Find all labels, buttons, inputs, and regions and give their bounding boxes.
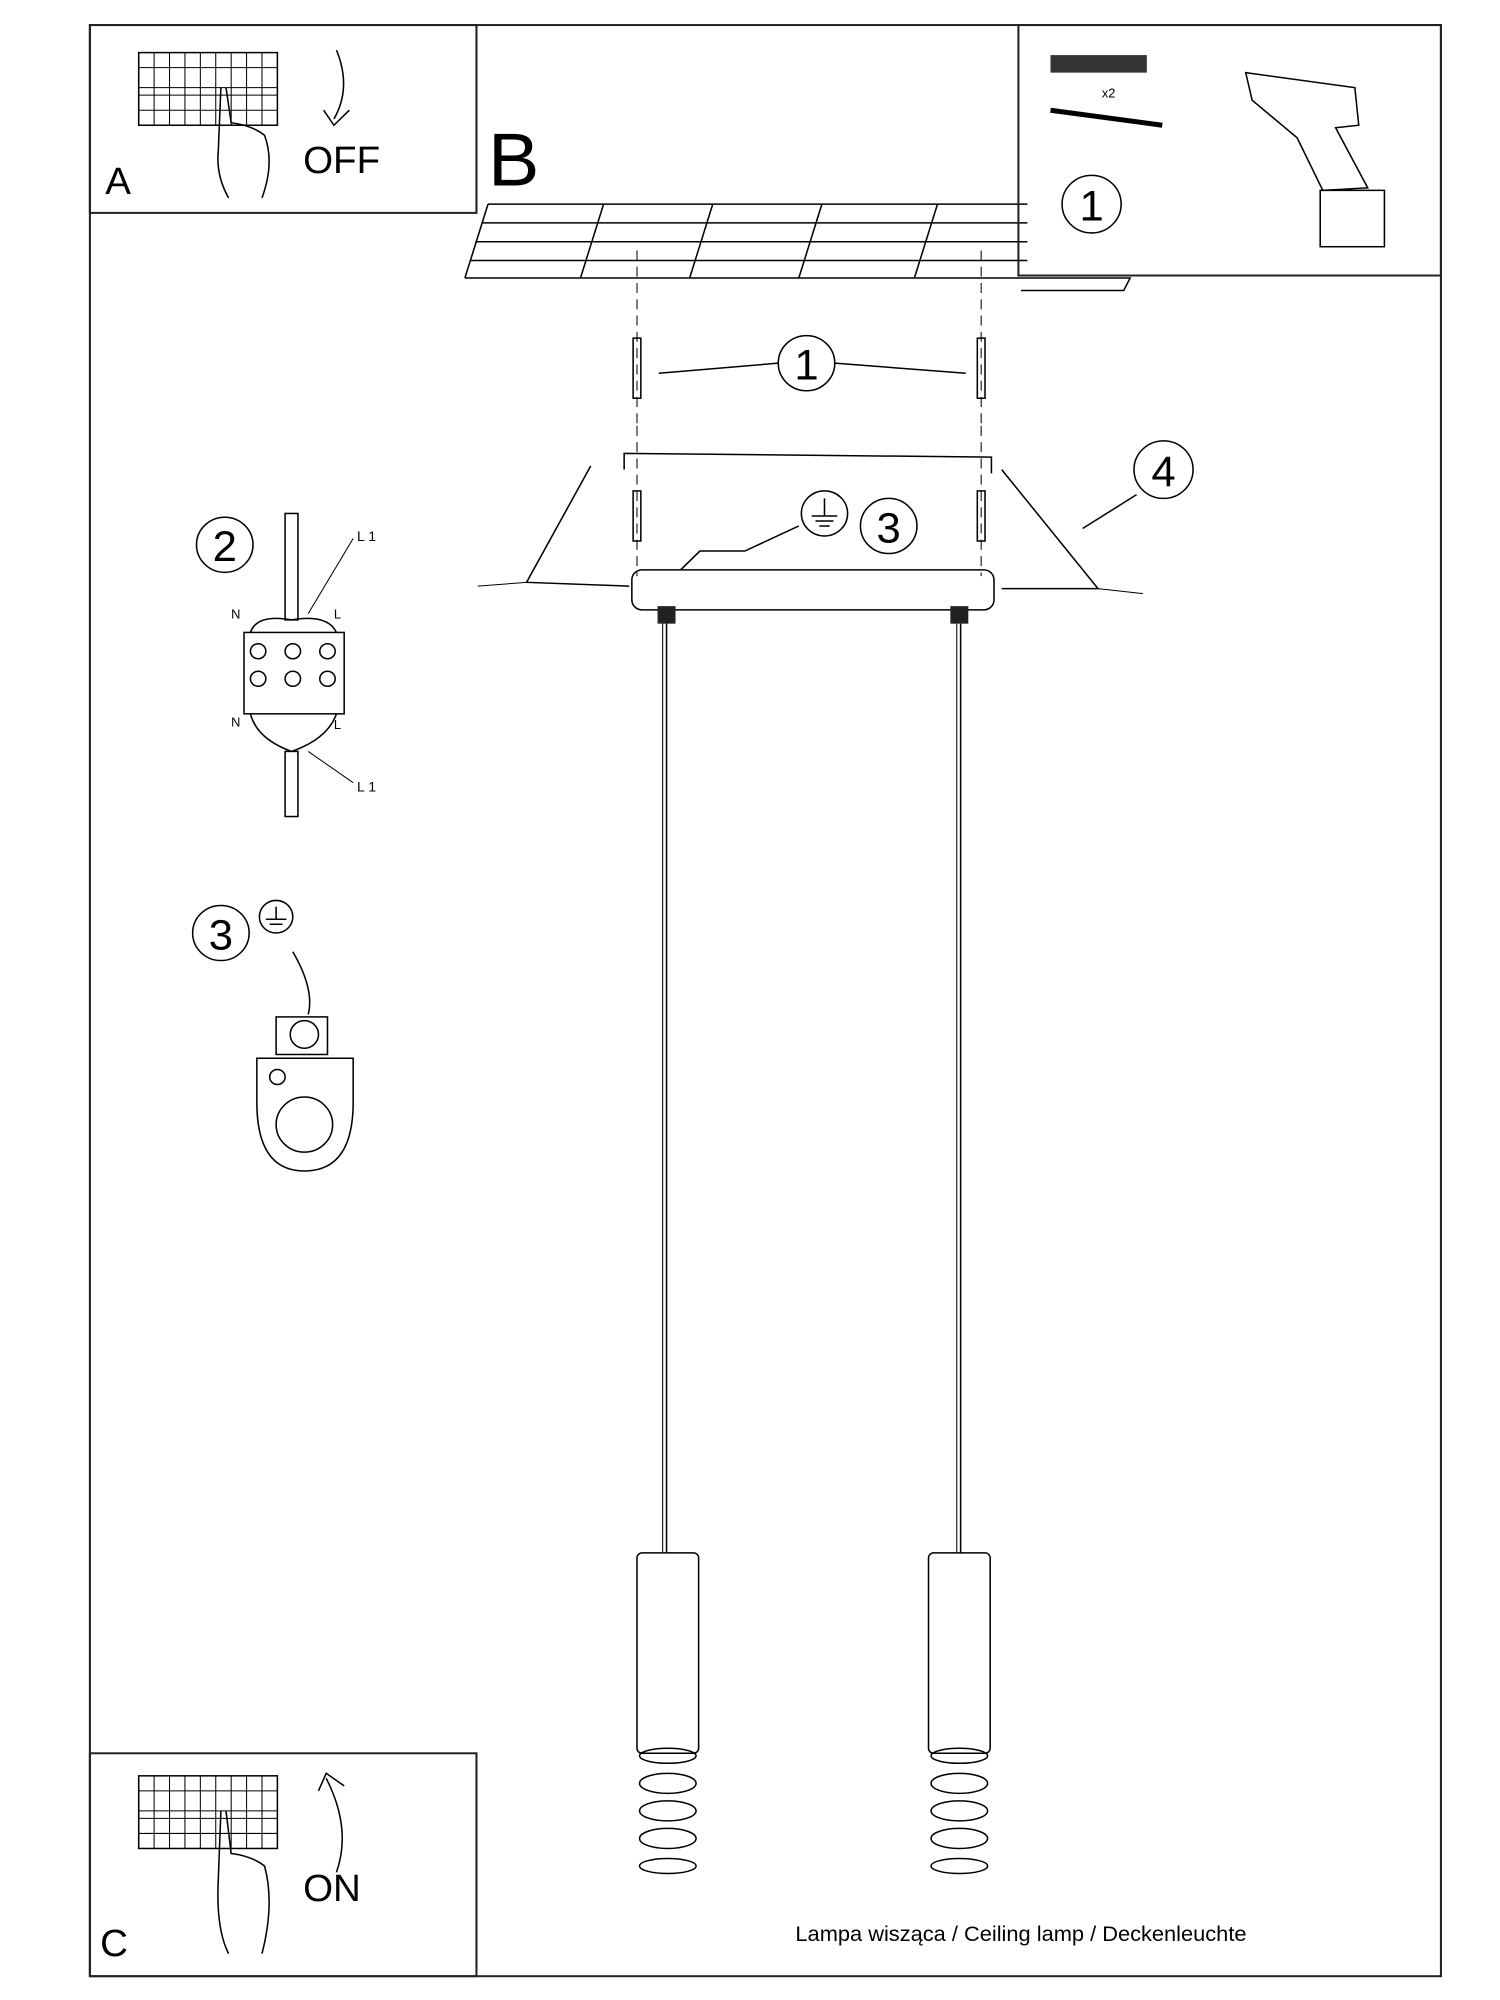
pendant-lamp-right	[927, 623, 991, 1875]
ground-detail-step-number: 3	[209, 912, 233, 959]
quantity-label: x2	[1102, 87, 1116, 101]
arrow-down-icon	[322, 49, 350, 127]
l1-bottom-label: L 1	[357, 779, 376, 795]
panel-a-letter: A	[105, 162, 131, 203]
live-label: L	[334, 608, 341, 622]
pendant-lamp-left	[636, 623, 700, 1875]
canopy: 4 3	[477, 440, 1194, 624]
anchors-callout-number: 1	[794, 342, 818, 389]
neutral-label: N	[231, 608, 240, 622]
ground-callout-number: 3	[877, 505, 901, 552]
hand-icon	[217, 87, 270, 199]
panel-a-off-label: OFF	[303, 140, 380, 181]
live-label-bottom: L	[334, 718, 341, 732]
ground-detail: 3	[191, 899, 354, 1172]
ground-lug-icon	[256, 1057, 354, 1172]
wall-plug-icon	[1050, 55, 1147, 73]
breaker-box-icon	[137, 51, 279, 126]
terminal-block-icon	[243, 631, 345, 715]
panel-b-letter: B	[488, 118, 539, 202]
ceiling-tiles	[464, 203, 1132, 292]
product-caption: Lampa wisząca / Ceiling lamp / Deckenleu…	[795, 1921, 1246, 1946]
tools-step-number: 1	[1079, 183, 1103, 230]
outer-frame	[88, 24, 1442, 1978]
ground-symbol-icon	[800, 490, 849, 537]
arrow-up-icon	[317, 1772, 345, 1873]
wiring-step-number: 2	[213, 524, 237, 571]
panel-c-on-label: ON	[303, 1868, 361, 1909]
ground-symbol-icon	[258, 899, 294, 934]
hand-icon	[217, 1810, 270, 1954]
screw-icon	[1050, 107, 1163, 128]
drill-icon	[1244, 71, 1386, 248]
panel-c-switch-on: C ON	[88, 1752, 478, 1978]
breaker-box-icon	[137, 1775, 279, 1850]
neutral-label-bottom: N	[231, 716, 240, 730]
panel-c-letter: C	[100, 1924, 128, 1965]
panel-a-switch-off: A OFF	[88, 24, 478, 214]
l1-top-label: L 1	[357, 528, 376, 544]
tools-panel: x2 1	[1017, 24, 1442, 277]
wiring-detail: 2 L 1 L 1 N N L L	[195, 512, 376, 818]
mounting-bracket	[623, 425, 993, 577]
canopy-callout-number: 4	[1151, 448, 1175, 495]
